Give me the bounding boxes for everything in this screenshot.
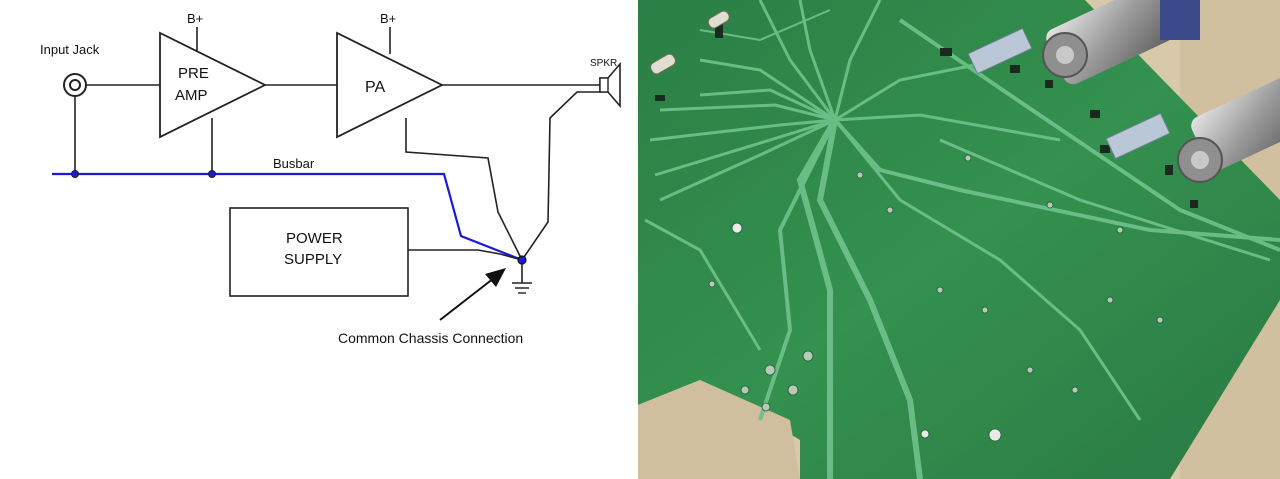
solder-pads	[708, 154, 1164, 442]
power-amp-block	[336, 31, 445, 139]
preamp-label-line1: PRE	[178, 65, 209, 82]
potentiometer-icon	[1177, 77, 1280, 183]
pointer-arrow-icon	[439, 268, 506, 321]
preamp-label-line2: AMP	[175, 87, 208, 104]
pcb-traces	[644, 0, 1280, 479]
busbar-label: Busbar	[273, 156, 315, 171]
power-supply-block	[229, 207, 409, 297]
input-jack-label: Input Jack	[40, 42, 100, 57]
potentiometer-icon	[1042, 0, 1200, 85]
capacitor-icon	[650, 10, 730, 75]
preamp-supply-label: B+	[187, 11, 203, 26]
common-ground-node	[517, 255, 527, 265]
chassis-ground-icon	[512, 264, 532, 294]
speaker-label: SPKR	[590, 58, 617, 69]
common-connection-label: Common Chassis Connection	[338, 330, 523, 346]
power-supply-line2: SUPPLY	[284, 251, 342, 268]
busbar-line	[52, 172, 523, 262]
pa-label: PA	[365, 79, 385, 96]
pcb-photo	[638, 0, 1280, 479]
schematic-diagram: Input Jack B+ PRE AMP B+ PA SPKR	[0, 0, 638, 479]
circuit-board	[638, 0, 1280, 479]
pa-supply-label: B+	[380, 11, 396, 26]
resistor-array	[967, 27, 1171, 160]
power-supply-line1: POWER	[286, 230, 343, 247]
preamp-block	[159, 31, 268, 139]
